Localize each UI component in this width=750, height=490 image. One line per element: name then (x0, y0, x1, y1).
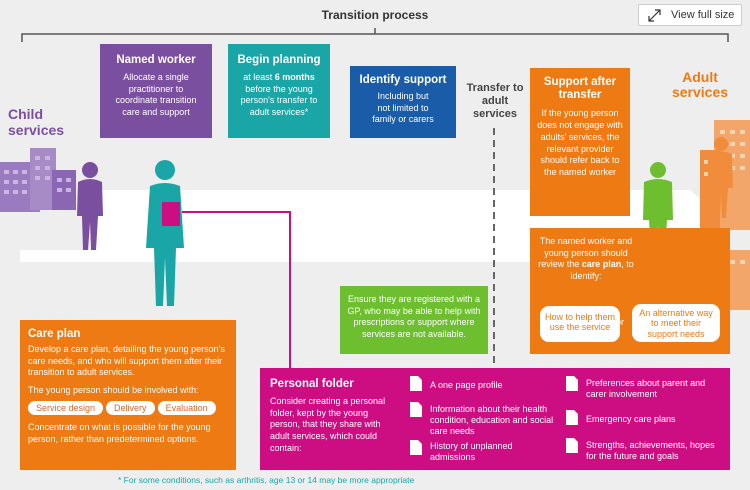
header-bracket (21, 28, 729, 42)
folder-item-preferences: Preferences about parent and carer invol… (586, 378, 706, 399)
footnote: * For some conditions, such as arthritis… (118, 475, 415, 485)
view-full-size-label: View full size (671, 9, 735, 21)
begin-planning-title: Begin planning (237, 54, 321, 66)
expand-icon (648, 9, 661, 22)
review-pre: The named worker and young person should… (538, 236, 633, 270)
gp-registration-card: Ensure they are registered with a GP, wh… (340, 286, 488, 354)
option-alternative: An alternative way to meet their support… (632, 304, 720, 342)
begin-planning-post: before the young person's transfer to ad… (240, 83, 318, 118)
personal-folder-card: Personal folder Consider creating a pers… (260, 368, 730, 470)
folder-item-strengths: Strengths, achievements, hopes for the f… (586, 440, 715, 461)
document-icon (410, 440, 422, 455)
review-card: The named worker and young person should… (530, 228, 730, 354)
document-icon (566, 410, 578, 425)
folder-item-health-info: Information about their health condition… (430, 404, 554, 436)
named-worker-body: Allocate a single practitioner to coordi… (115, 72, 197, 118)
care-plan-title: Care plan (28, 328, 81, 340)
transfer-label: Transfer to adult services (466, 82, 524, 121)
begin-planning-body: at least 6 months before the young perso… (234, 72, 324, 119)
page-title: Transition process (275, 8, 475, 22)
child-services-buildings (0, 148, 76, 212)
practitioner-figure (77, 162, 103, 250)
named-worker-card: Named worker Allocate a single practitio… (100, 44, 212, 138)
care-plan-body: Develop a care plan, detailing the young… (28, 344, 225, 378)
identify-support-card: Identify support Including but not limit… (350, 66, 456, 138)
review-bold: care plan (581, 259, 622, 270)
begin-planning-pre: at least (243, 72, 275, 82)
support-after-body: If the young person does not engage with… (537, 108, 623, 177)
begin-planning-card: Begin planning at least 6 months before … (228, 44, 330, 138)
document-icon (410, 376, 422, 391)
begin-planning-bold: 6 months (274, 72, 315, 82)
folder-item-profile: A one page profile (430, 380, 503, 390)
option-use-service: How to help them use the service (540, 306, 620, 342)
document-icon (566, 438, 578, 453)
care-plan-involve: The young person should be involved with… (28, 385, 199, 396)
document-icon (410, 402, 422, 417)
care-plan-footer: Concentrate on what is possible for the … (28, 422, 211, 444)
adult-services-label: Adult services (671, 69, 729, 101)
folder-item-admissions: History of unplanned admissions (430, 441, 513, 462)
identify-support-body: Including but not limited to family or c… (372, 91, 434, 125)
folder-item-emergency: Emergency care plans (586, 414, 676, 424)
review-body: The named worker and young person should… (538, 236, 634, 283)
review-post: , to identify: (570, 259, 634, 282)
named-worker-title: Named worker (116, 54, 196, 66)
care-plan-card: Care plan Develop a care plan, detailing… (20, 320, 236, 470)
support-after-transfer-card: Support after transfer If the young pers… (530, 68, 630, 216)
personal-folder-body: Consider creating a personal folder, kep… (270, 396, 386, 453)
support-after-title: Support after transfer (543, 76, 617, 102)
document-icon (566, 376, 578, 391)
pill-service-design: Service design (28, 401, 104, 416)
pill-evaluation: Evaluation (157, 401, 216, 416)
child-services-label: Child services (8, 106, 65, 139)
pill-delivery: Delivery (106, 401, 155, 416)
identify-support-title: Identify support (359, 74, 447, 86)
young-person-figure (146, 160, 184, 306)
gp-body: Ensure they are registered with a GP, wh… (347, 294, 481, 340)
view-full-size-button[interactable]: View full size (638, 4, 742, 26)
personal-folder-title: Personal folder (270, 378, 354, 390)
review-or: or (616, 317, 625, 327)
adult-person-figure (709, 137, 733, 218)
